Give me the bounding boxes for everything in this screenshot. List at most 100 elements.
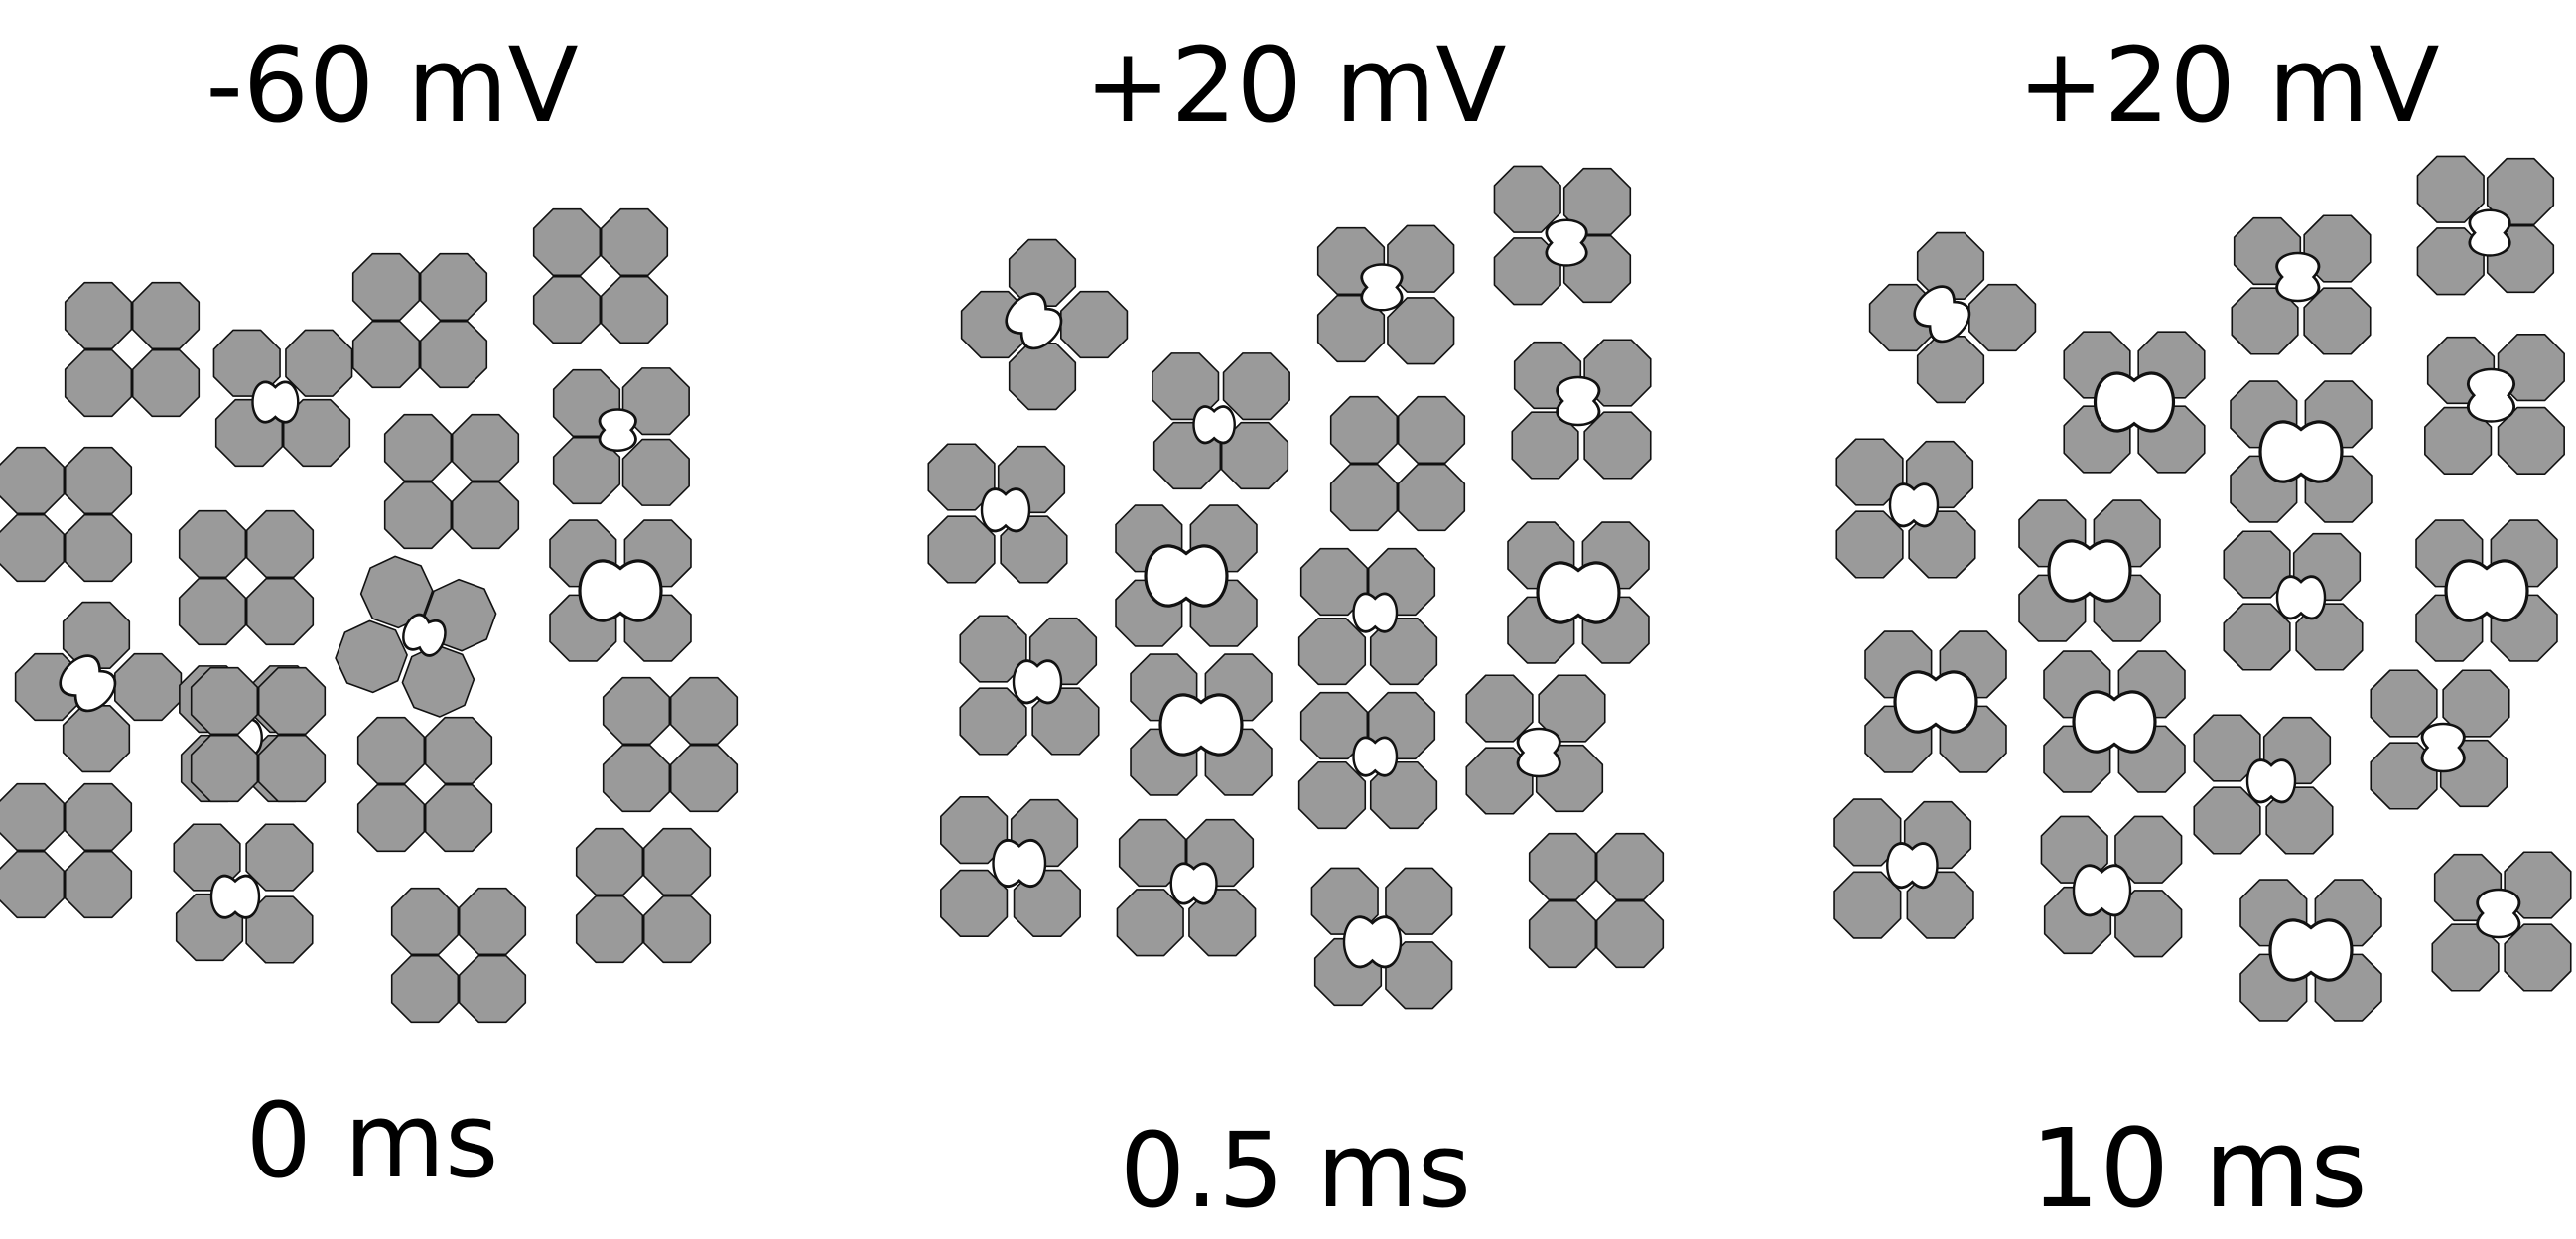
ion-channel-icon (947, 224, 1143, 425)
ion-channel-icon (1835, 438, 1976, 579)
channel-subunit (0, 782, 66, 852)
ion-channel-icon (2043, 650, 2186, 793)
channel-subunit (0, 513, 66, 583)
channel-subunit (257, 734, 327, 803)
channel-pore (2467, 367, 2515, 423)
channel-subunit (1329, 395, 1399, 465)
channel-subunit (245, 509, 315, 579)
channel-subunit (1397, 395, 1466, 465)
channel-pore (251, 380, 300, 424)
channel-subunit (64, 782, 133, 852)
channel-subunit (575, 827, 644, 896)
ion-channel-icon (2018, 499, 2161, 642)
channel-subunit (600, 275, 669, 344)
channel-pore (1556, 375, 1601, 427)
channel-pore (2245, 758, 2297, 804)
ion-channel-icon (2416, 155, 2555, 296)
channel-subunit (190, 734, 259, 803)
ion-channel-icon (552, 367, 690, 506)
channel-subunit (642, 895, 712, 964)
channel-pore (1888, 482, 1940, 528)
ion-channel-icon (0, 782, 133, 919)
channel-subunit (351, 320, 421, 389)
ion-channel-icon (212, 329, 353, 468)
channel-subunit (0, 850, 66, 919)
channel-subunit (602, 676, 671, 746)
panel-3-voltage-label: +20 mV (2018, 25, 2440, 146)
channel-subunit (178, 577, 247, 646)
ion-channel-icon (1329, 395, 1466, 532)
channel-subunit (178, 509, 247, 579)
channel-subunit (245, 823, 314, 892)
channel-pore (2268, 918, 2354, 982)
channel-subunit (1528, 832, 1597, 901)
channel-pore (2420, 722, 2466, 773)
channel-pore (1352, 736, 1399, 777)
channel-pore (1192, 405, 1236, 445)
ion-channel-icon (1115, 504, 1258, 647)
channel-subunit (1465, 674, 1534, 743)
channel-subunit (390, 887, 460, 956)
channel-subunit (451, 413, 520, 482)
channel-pore (209, 874, 261, 919)
ion-channel-icon (64, 281, 201, 418)
ion-channel-icon (173, 823, 314, 964)
channel-subunit (419, 320, 488, 389)
channel-subunit (532, 207, 602, 277)
ion-channel-icon (2230, 380, 2373, 523)
channel-subunit (2370, 669, 2438, 738)
channel-subunit (356, 716, 426, 785)
channel-subunit (2193, 786, 2261, 855)
ion-channel-icon (2231, 214, 2372, 355)
panel-2-time-label: 0.5 ms (1120, 1110, 1471, 1231)
ion-channel-icon (1511, 339, 1652, 480)
panel-1: -60 mV 0 ms (0, 25, 739, 1201)
panel-3-time-label: 10 ms (2030, 1105, 2367, 1232)
channel-subunit (285, 329, 353, 397)
channel-pore (1545, 218, 1588, 267)
channel-subunit (669, 676, 739, 746)
channel-subunit (64, 348, 133, 418)
channel-subunit (131, 348, 201, 418)
ion-channel-icon (1507, 521, 1650, 664)
channel-subunit (602, 744, 671, 813)
channel-pore (1169, 862, 1218, 905)
ion-channel-icon (1152, 352, 1290, 490)
channel-subunit (1835, 510, 1904, 579)
channel-subunit (64, 446, 133, 515)
ion-channel-icon (940, 796, 1081, 937)
ion-channel-icon (927, 443, 1068, 584)
channel-pore (1886, 842, 1939, 890)
panel-2-voltage-label: +20 mV (1085, 25, 1507, 146)
channel-subunit (458, 887, 527, 956)
ion-channel-icon (2415, 519, 2558, 662)
channel-subunit (621, 438, 690, 506)
ion-channel-icon (575, 827, 712, 964)
panel-2-channels (927, 165, 1665, 1010)
channel-subunit (64, 281, 133, 350)
ion-channel-icon (2431, 851, 2572, 992)
panel-2: +20 mV 0.5 ms (927, 25, 1665, 1231)
ion-channel-icon (2370, 669, 2510, 810)
channel-subunit (419, 252, 488, 322)
channel-subunit (1222, 352, 1290, 421)
channel-subunit (64, 513, 133, 583)
panel-3-channels (1833, 155, 2572, 1022)
channel-subunit (575, 895, 644, 964)
channel-subunit (351, 252, 421, 322)
channel-pore (2072, 864, 2132, 917)
channel-pore (1516, 727, 1561, 778)
ion-channel-icon (2040, 815, 2183, 958)
channel-pore (2047, 539, 2132, 603)
ion-channel-icon (1855, 217, 2051, 418)
channel-subunit (642, 827, 712, 896)
channel-subunit (1297, 760, 1367, 830)
channel-subunit (1583, 411, 1652, 480)
ion-channel-icon (1130, 653, 1273, 796)
ion-channel-icon (1, 587, 197, 787)
channel-pore (1144, 544, 1229, 608)
channel-subunit (131, 281, 201, 350)
ion-channel-icon (383, 413, 520, 550)
ion-channel-icon (602, 676, 739, 813)
channel-subunit (64, 850, 133, 919)
